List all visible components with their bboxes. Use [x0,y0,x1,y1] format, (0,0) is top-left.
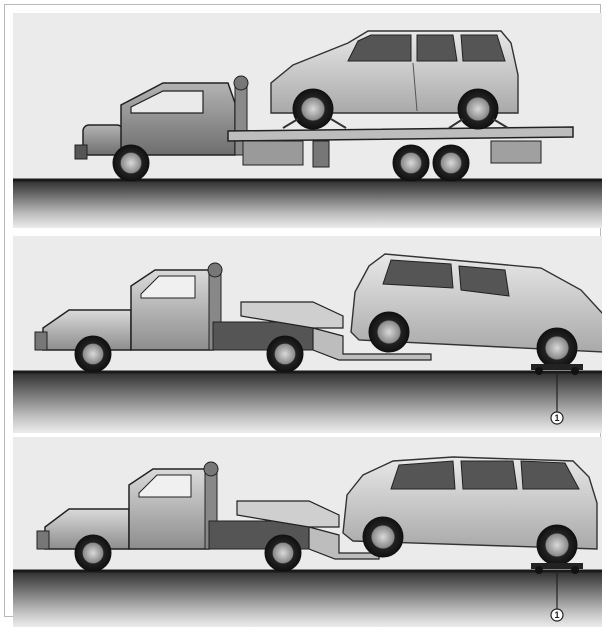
dolly-wheel-left [535,566,543,574]
dolly-wheel-left [535,367,543,375]
suv-front-wheel [369,312,409,352]
truck-rear-wheel-2 [433,145,469,181]
truck-beacon [204,462,218,476]
truck-beacon [234,76,248,90]
suv-front-wheel [363,517,403,557]
road [13,372,602,433]
truck-bumper [75,145,87,159]
truck-rear-wheel [267,336,303,372]
dolly-wheel-right [571,367,579,375]
wheel-lift-tow-illustration: 1 [13,236,602,433]
flatbed-support [313,141,329,167]
wheel-lift-tow-alt-illustration: 1 [13,437,602,627]
truck-front-wheel [75,336,111,372]
suv-rear-window [461,35,505,61]
truck-bumper [35,332,47,350]
suv-rear-wheel [537,328,577,368]
callout-label: 1 [554,610,559,620]
truck-bumper [37,531,49,549]
suv-front-window [383,260,453,288]
callout-label: 1 [554,413,559,423]
truck-front-wheel [113,145,149,181]
suv-front-window [391,461,455,489]
flatbed-tow-illustration [13,13,602,228]
wheel-lift-tow-panel: 1 [13,236,602,433]
truck-rear-wheel-1 [393,145,429,181]
suv-rear-wheel [458,89,498,129]
flatbed-rear-box [491,141,541,163]
truck-rear-wheel [265,535,301,571]
flatbed-toolbox [243,141,303,165]
figure-frame: 1 [4,4,601,617]
truck-hood [83,125,123,155]
truck-beacon [208,263,222,277]
truck-front-wheel [75,535,111,571]
suv-middle-window [461,461,517,489]
flatbed-tow-panel [13,13,602,228]
suv-front-wheel [293,89,333,129]
road [13,571,602,627]
suv-middle-window [417,35,457,61]
road [13,180,602,228]
dolly-wheel-right [571,566,579,574]
wheel-lift-tow-alt-panel: 1 [13,437,602,627]
suv-rear-wheel [537,525,577,565]
